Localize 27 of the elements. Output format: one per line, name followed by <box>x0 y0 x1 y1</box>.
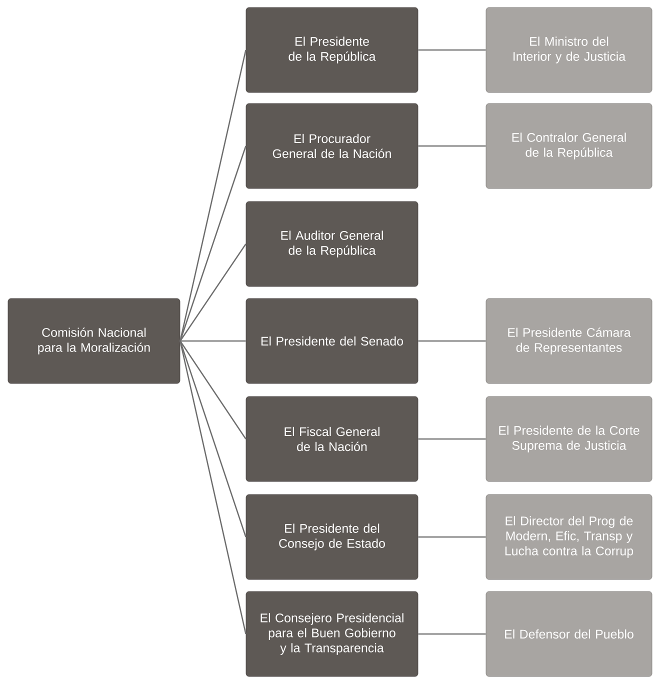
connector-line <box>180 340 246 634</box>
member-box: El Procurador General de la Nación <box>246 103 418 189</box>
member-box: El Consejero Presidencial para el Buen Gobierno y la Transparencia <box>246 591 418 677</box>
connector-line <box>418 438 486 440</box>
member-box: El Fiscal General de la Nación <box>246 396 418 482</box>
delegate-box: El Contralor General de la República <box>486 103 652 189</box>
delegate-box: El Presidente Cámara de Representantes <box>486 298 652 384</box>
connector-line <box>180 146 246 342</box>
connector-line <box>180 340 246 440</box>
connector-line <box>180 340 246 538</box>
delegate-box: El Presidente de la Corte Suprema de Justicia <box>486 396 652 482</box>
member-box: El Auditor General de la República <box>246 201 418 287</box>
connector-line <box>418 633 486 635</box>
member-box: El Presidente del Senado <box>246 298 418 384</box>
connector-line <box>180 244 246 342</box>
connector-line <box>418 145 486 147</box>
connector-line <box>418 536 486 538</box>
delegate-box: El Director del Prog de Modern, Efic, Transp y Lucha contra la Corrup <box>486 494 652 580</box>
connector-line <box>180 50 246 342</box>
connector-line <box>180 340 246 342</box>
connector-line <box>418 340 486 342</box>
member-box: El Presidente de la República <box>246 7 418 93</box>
delegate-box: El Ministro del Interior y de Justicia <box>486 7 652 93</box>
title-box: Comisión Nacional para la Moralización <box>8 298 180 384</box>
member-box: El Presidente del Consejo de Estado <box>246 494 418 580</box>
connector-line <box>418 49 486 51</box>
delegate-box: El Defensor del Pueblo <box>486 591 652 677</box>
